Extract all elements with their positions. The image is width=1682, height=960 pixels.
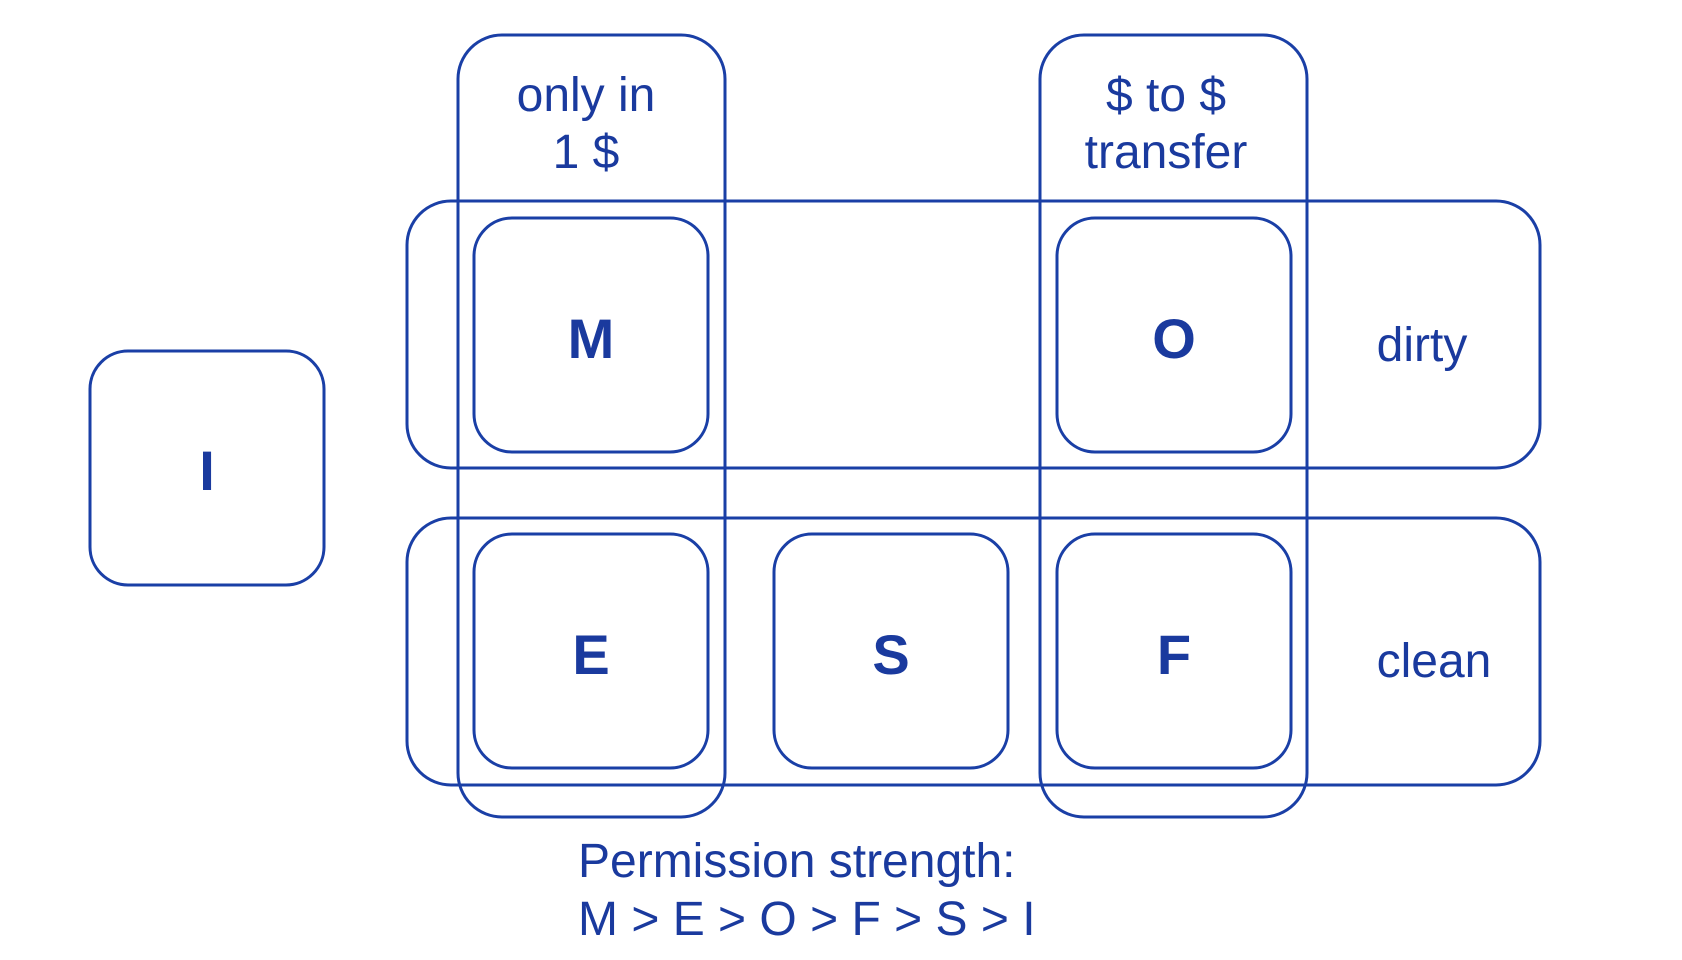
state-box-O [1055, 216, 1293, 454]
state-label-M: M [568, 307, 615, 370]
permission-strength-order: M > E > O > F > S > I [578, 893, 1036, 946]
state-label-E: E [572, 623, 609, 686]
only-in-one-cache-label-line1: only in [517, 69, 656, 122]
only-in-one-cache-label-line2: 1 $ [553, 126, 620, 179]
state-label-S: S [872, 623, 909, 686]
clean-label: clean [1377, 635, 1492, 688]
dirty-group-frame [405, 199, 1542, 470]
only-in-one-cache-group-frame [456, 33, 727, 819]
state-box-E [472, 532, 710, 770]
dirty-label: dirty [1377, 319, 1468, 372]
cache-to-cache-transfer-label-line1: $ to $ [1106, 69, 1226, 122]
state-box-I [88, 349, 326, 587]
state-label-O: O [1152, 307, 1196, 370]
cache-to-cache-transfer-label-line2: transfer [1085, 126, 1248, 179]
cache-to-cache-transfer-group-frame [1038, 33, 1309, 819]
state-label-I: I [199, 439, 215, 502]
permission-strength-title: Permission strength: [578, 835, 1016, 888]
state-box-S [772, 532, 1010, 770]
state-box-M [472, 216, 710, 454]
clean-group-frame [405, 516, 1542, 787]
state-box-F [1055, 532, 1293, 770]
state-label-F: F [1157, 623, 1191, 686]
